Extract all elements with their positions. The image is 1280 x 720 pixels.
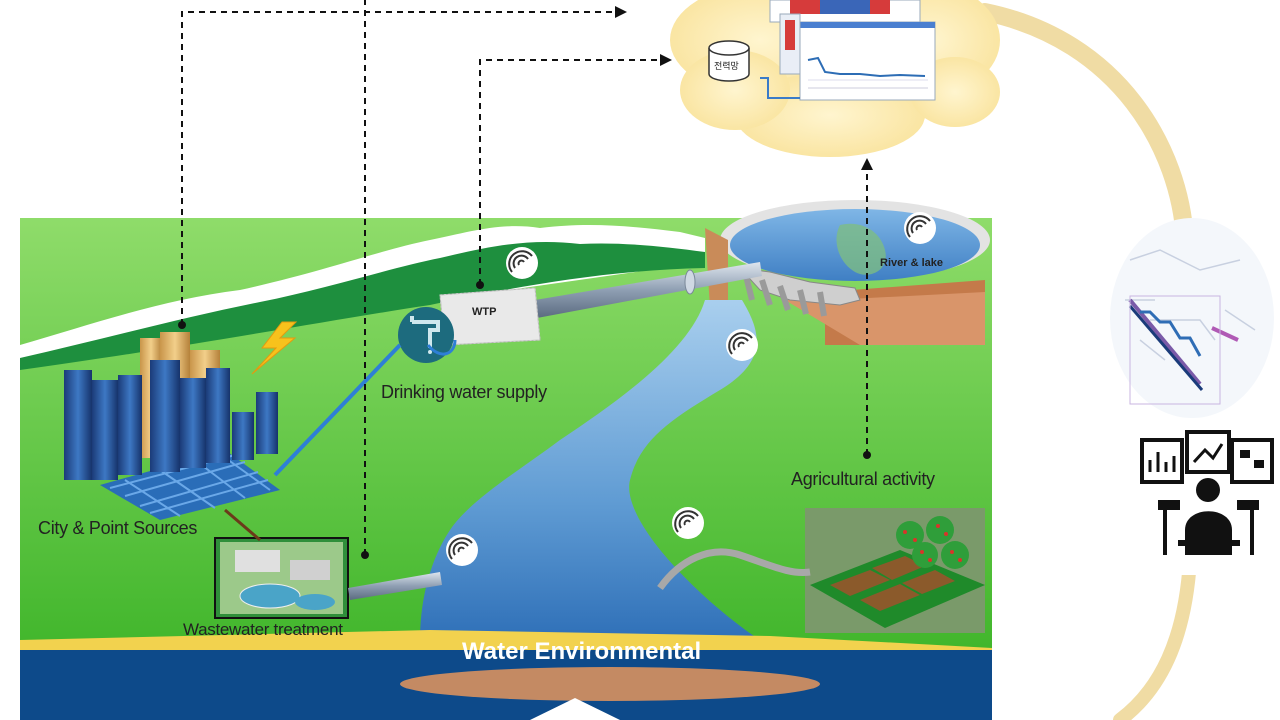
city-buildings	[64, 332, 278, 480]
monitoring-operator-icon	[1135, 430, 1274, 575]
river	[420, 300, 760, 640]
label-wtp: WTP	[472, 306, 497, 318]
label-river-lake: River & lake	[880, 257, 943, 269]
sensor-icon	[672, 507, 704, 539]
supply-pipe	[273, 343, 402, 477]
farm-field	[805, 508, 985, 633]
label-drinking-water-supply: Drinking water supply	[381, 382, 547, 402]
database-icon	[708, 40, 750, 82]
label-water-environmental: Water Environmental	[462, 638, 702, 665]
sensor-icon	[506, 247, 538, 279]
feedback-arc	[976, 3, 1194, 249]
feedback-arc-lower	[1113, 553, 1197, 720]
reservoir	[705, 200, 990, 345]
label-server: 전력망	[714, 61, 739, 71]
mountains	[20, 241, 705, 370]
sensor-icon	[904, 212, 936, 244]
network-map	[1110, 218, 1274, 418]
dashboard-screenshot	[760, 0, 936, 101]
runoff	[657, 548, 811, 591]
data-flow-endpoints	[178, 6, 873, 559]
wastewater-plant	[214, 537, 349, 619]
label-agricultural-activity: Agricultural activity	[791, 469, 935, 489]
raw-water-pipe	[535, 262, 762, 318]
label-wastewater-treatment: Wastewater treatment	[183, 620, 343, 639]
sensor-icon	[446, 534, 478, 566]
label-city-point-sources: City & Point Sources	[38, 518, 198, 538]
supply-pipe-2	[426, 339, 457, 356]
outflow-pipe	[348, 572, 442, 600]
tap-icon	[398, 307, 454, 363]
lightning-icon	[251, 321, 298, 375]
sediment	[400, 667, 820, 701]
data-flow-lines	[181, 0, 868, 555]
sensor-icon	[726, 329, 758, 361]
arrow-up-icon	[530, 698, 620, 720]
